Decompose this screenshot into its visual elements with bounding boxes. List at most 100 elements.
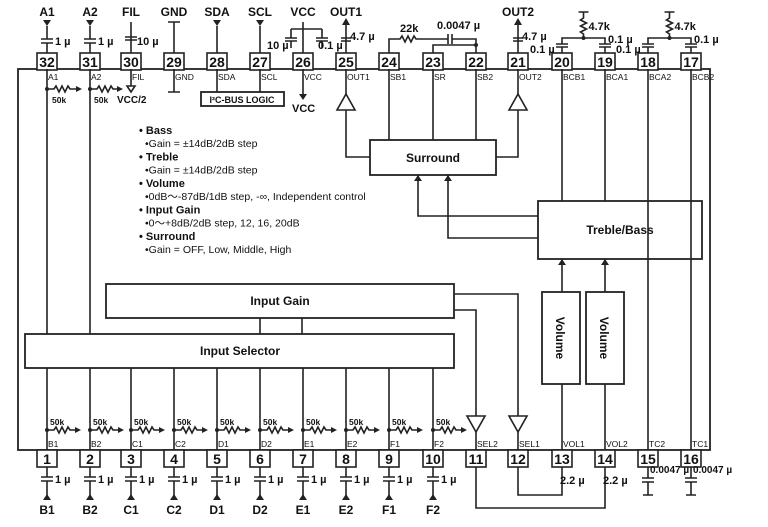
pin-name: VOL2 <box>606 439 628 449</box>
cap-value: 0.1 µ <box>608 34 633 46</box>
input-label: F1 <box>382 503 396 517</box>
volume-block-1[interactable] <box>541 291 581 385</box>
arrow <box>159 427 165 433</box>
input-label: B1 <box>39 503 55 517</box>
spec-list: • Bass•Gain = ±14dB/2dB step• Treble•Gai… <box>139 125 366 256</box>
pin-9[interactable]: F19 <box>378 439 400 468</box>
capacitor <box>642 467 654 496</box>
pin-name: SDA <box>218 72 236 82</box>
input-terminal-icon <box>127 494 135 500</box>
pin-number: 25 <box>338 54 354 70</box>
input-selector-label: Input Selector <box>200 344 280 358</box>
pin-number: 27 <box>252 54 268 70</box>
pin-name: VOL1 <box>563 439 585 449</box>
volume-label-1: Volume <box>553 317 567 360</box>
pin-name: A2 <box>91 72 102 82</box>
resistor <box>303 425 331 435</box>
pin-name: SB1 <box>390 72 406 82</box>
input-terminal-icon <box>213 20 221 26</box>
bus-logic-block[interactable] <box>200 91 285 107</box>
treble-bass-block[interactable] <box>537 200 703 260</box>
pin-name: SEL2 <box>477 439 498 449</box>
capacitor <box>41 26 53 53</box>
pin-number: 29 <box>166 54 182 70</box>
arrow <box>374 427 380 433</box>
capacitor <box>125 22 137 53</box>
spec-detail: •Gain = ±14dB/2dB step <box>145 138 258 150</box>
output-terminal-icon <box>342 18 350 25</box>
pin-name: BCA2 <box>649 72 671 82</box>
cap-value: 0.1 µ <box>616 44 641 56</box>
output-terminal-icon <box>514 18 522 25</box>
capacitor <box>84 467 96 500</box>
surround-label: Surround <box>406 151 460 165</box>
capacitor <box>297 467 309 500</box>
res-value: 4.7k <box>589 21 611 33</box>
cap-value: 0.0047 µ <box>437 20 480 32</box>
resistor <box>131 425 159 435</box>
input-terminal-icon <box>86 20 94 26</box>
pin-name: SEL1 <box>519 439 540 449</box>
vcc-half-label: VCC/2 <box>117 95 147 106</box>
input-terminal-icon <box>43 20 51 26</box>
input-terminal-icon <box>213 494 221 500</box>
ext-label: GND <box>161 5 188 19</box>
cap-value: 0.1 µ <box>530 44 555 56</box>
bottom-pins: B11B22C13C24D15D26E17E28F19F210SEL211SEL… <box>36 439 708 468</box>
bus-logic-label: I²C-BUS LOGIC <box>210 95 275 105</box>
ext-label: OUT2 <box>502 5 534 19</box>
res-value: 22k <box>400 23 419 35</box>
res-label: 50k <box>134 417 148 427</box>
input-terminal-icon <box>429 494 437 500</box>
capacitor <box>41 467 53 500</box>
spec-heading: • Bass <box>139 125 172 137</box>
ext-label: FIL <box>122 5 140 19</box>
input-label: E2 <box>339 503 354 517</box>
pin-number: 4 <box>170 451 178 467</box>
pin-number: 31 <box>82 54 98 70</box>
pin-name: D2 <box>261 439 272 449</box>
pin-number: 22 <box>468 54 484 70</box>
arrow <box>75 427 81 433</box>
pin-number: 6 <box>256 451 264 467</box>
capacitor <box>383 467 395 500</box>
pin-number: 3 <box>127 451 135 467</box>
capacitor <box>341 25 351 53</box>
input-terminal-icon <box>299 494 307 500</box>
input-selector-block[interactable] <box>24 333 455 369</box>
input-gain-block[interactable] <box>105 283 455 319</box>
pin-name: SR <box>434 72 446 82</box>
res-label: 50k <box>220 417 234 427</box>
cap-value: 0.1 µ <box>318 40 343 52</box>
junction-dot <box>474 43 478 47</box>
cap-value: 10 µ <box>137 36 159 48</box>
capacitor <box>254 467 266 500</box>
pin-number: 26 <box>295 54 311 70</box>
cap-value: 0.1 µ <box>694 34 719 46</box>
ext-label: SDA <box>204 5 230 19</box>
capacitor <box>427 467 439 500</box>
input-terminal-icon <box>170 494 178 500</box>
pin-name: GND <box>175 72 194 82</box>
pin-number: 10 <box>425 451 441 467</box>
pin-number: 15 <box>640 451 656 467</box>
input-terminal-icon <box>385 494 393 500</box>
